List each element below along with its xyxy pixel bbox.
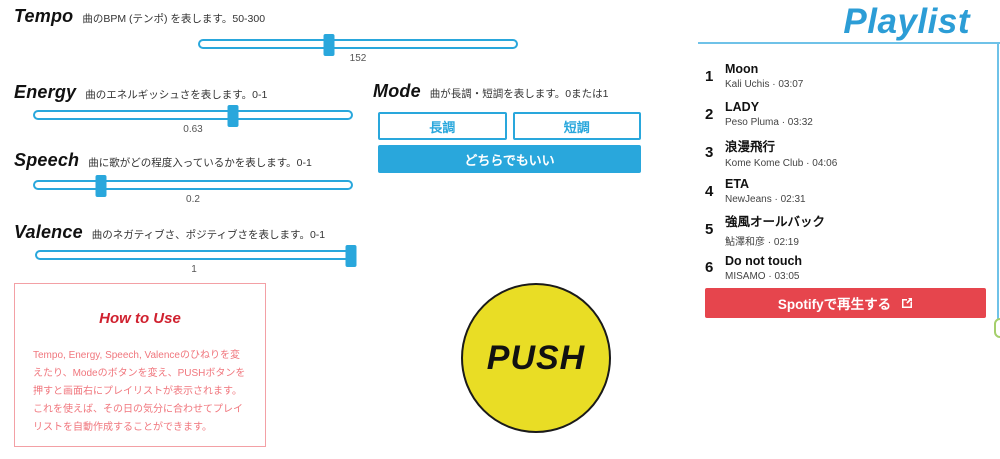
valence-slider[interactable]: 1 — [35, 245, 357, 275]
playlist-item: 3 浪漫飛行 Kome Kome Club · 04:06 — [705, 134, 995, 172]
energy-slider[interactable]: 0.63 — [33, 105, 353, 135]
energy-section-header: Energy 曲のエネルギッシュさを表します。0-1 — [14, 82, 267, 103]
valence-slider-track[interactable] — [35, 245, 357, 267]
valence-value: 1 — [191, 264, 197, 275]
clipped-green-fragment — [994, 318, 1000, 338]
mode-major-button[interactable]: 長調 — [378, 112, 507, 140]
tempo-section-header: Tempo 曲のBPM (テンポ) を表します。50-300 — [14, 6, 265, 27]
track-number: 5 — [705, 220, 714, 238]
tempo-description: 曲のBPM (テンポ) を表します。50-300 — [82, 13, 266, 25]
speech-section-header: Speech 曲に歌がどの程度入っているかを表します。0-1 — [14, 150, 312, 171]
speech-slider-thumb[interactable] — [95, 175, 107, 197]
track-subtitle: Kali Uchis · 03:07 — [725, 79, 804, 91]
mode-description: 曲が長調・短調を表します。0または1 — [429, 88, 609, 100]
playlist-underline — [698, 42, 1000, 44]
track-number: 4 — [705, 182, 714, 200]
track-number: 3 — [705, 144, 714, 162]
how-to-use-title: How to Use — [99, 310, 181, 327]
speech-slider-track[interactable] — [33, 175, 353, 197]
track-number: 6 — [705, 259, 714, 277]
mode-button-row: 長調 短調 — [378, 112, 641, 140]
track-title: Moon — [725, 62, 759, 77]
playlist-list: 1 Moon Kali Uchis · 03:07 2 LADY Peso Pl… — [705, 57, 995, 287]
tempo-value: 152 — [349, 53, 367, 64]
mode-either-button[interactable]: どちらでもいい — [378, 145, 641, 173]
speech-slider[interactable]: 0.2 — [33, 175, 353, 205]
track-number: 2 — [705, 105, 714, 123]
track-subtitle: MISAMO · 03:05 — [725, 270, 800, 282]
mode-section-header: Mode 曲が長調・短調を表します。0または1 — [373, 81, 608, 102]
spotify-play-button[interactable]: Spotifyで再生する — [705, 288, 986, 318]
track-subtitle: Peso Pluma · 03:32 — [725, 117, 813, 129]
tempo-slider-thumb[interactable] — [323, 34, 335, 56]
push-button[interactable]: PUSH — [461, 283, 611, 433]
external-link-icon — [901, 297, 913, 309]
energy-slider-thumb[interactable] — [227, 105, 238, 127]
playlist-item: 4 ETA NewJeans · 02:31 — [705, 172, 995, 210]
right-edge-panel-border — [997, 44, 999, 332]
valence-slider-thumb[interactable] — [345, 245, 357, 267]
speech-title: Speech — [14, 150, 80, 170]
playlist-item: 5 強風オールバック 鮎澤和彦 · 02:19 — [705, 210, 995, 248]
energy-description: 曲のエネルギッシュさを表します。0-1 — [85, 89, 268, 101]
valence-section-header: Valence 曲のネガティブさ、ポジティブさを表します。0-1 — [14, 222, 325, 243]
how-to-use-box: How to Use Tempo, Energy, Speech, Valenc… — [14, 283, 266, 447]
track-title: 浪漫飛行 — [725, 140, 776, 155]
energy-slider-track[interactable] — [33, 105, 353, 127]
tempo-slider[interactable]: 152 — [198, 34, 518, 64]
track-subtitle: NewJeans · 02:31 — [725, 194, 806, 206]
energy-title: Energy — [14, 82, 77, 102]
mode-minor-button[interactable]: 短調 — [512, 112, 641, 140]
speech-description: 曲に歌がどの程度入っているかを表します。0-1 — [88, 157, 312, 169]
track-number: 1 — [705, 67, 714, 85]
mode-title: Mode — [373, 81, 421, 101]
track-title: 強風オールバック — [725, 214, 826, 229]
energy-value: 0.63 — [183, 124, 203, 135]
playlist-title: Playlist — [843, 2, 970, 41]
spotify-play-label: Spotifyで再生する — [777, 297, 892, 312]
valence-description: 曲のネガティブさ、ポジティブさを表します。0-1 — [91, 229, 326, 241]
track-title: LADY — [725, 100, 760, 115]
playlist-header: Playlist — [700, 2, 985, 42]
playlist-item: 2 LADY Peso Pluma · 03:32 — [705, 95, 995, 133]
track-title: ETA — [725, 177, 750, 192]
track-subtitle: Kome Kome Club · 04:06 — [725, 158, 838, 170]
playlist-item: 6 Do not touch MISAMO · 03:05 — [705, 248, 995, 286]
how-to-use-body: Tempo, Energy, Speech, Valenceのひねりを変えたり、… — [33, 350, 246, 433]
playlist-item: 1 Moon Kali Uchis · 03:07 — [705, 57, 995, 95]
valence-title: Valence — [14, 222, 83, 242]
tempo-slider-track[interactable] — [198, 34, 518, 56]
tempo-title: Tempo — [14, 6, 74, 26]
speech-value: 0.2 — [186, 194, 200, 205]
track-title: Do not touch — [725, 253, 803, 268]
track-subtitle: 鮎澤和彦 · 02:19 — [725, 236, 799, 248]
